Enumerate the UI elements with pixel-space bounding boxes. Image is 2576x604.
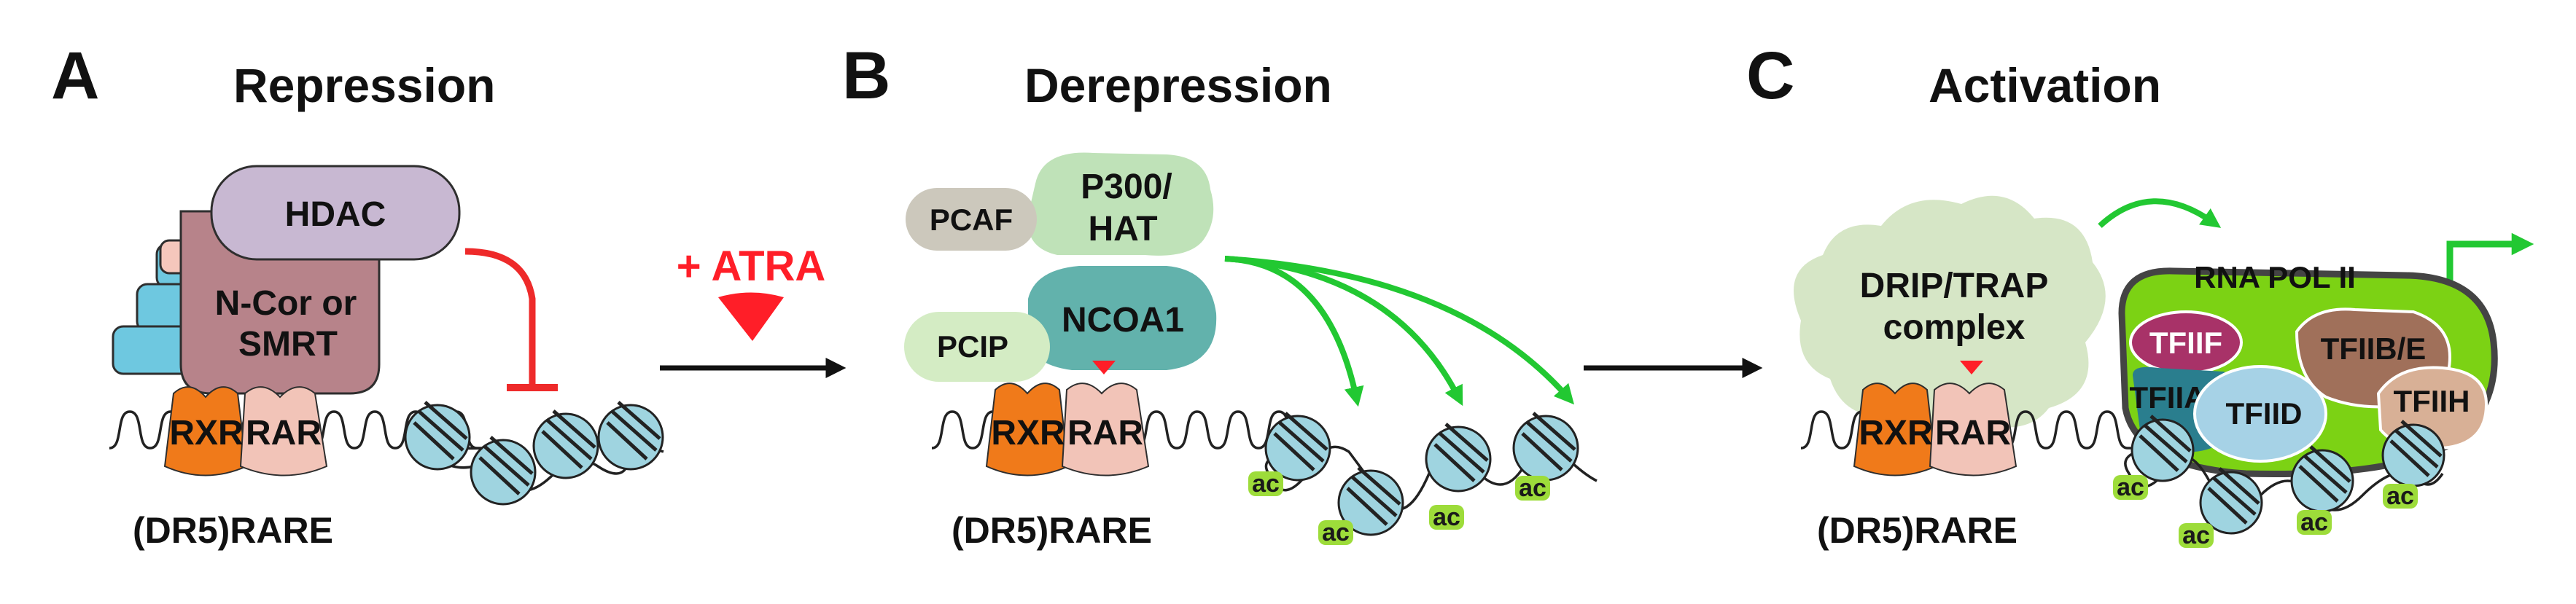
rxr-receptor [1853,383,1937,476]
pcip-coactivator [904,312,1050,382]
ncor-label-line2: SMRT [238,325,338,364]
drip-label-line1: DRIP/TRAP [1860,267,2049,305]
atra-bound-icon [1092,361,1116,374]
rar-label: RAR [246,414,322,452]
acetyl-badge: ac [1515,474,1550,502]
acetyl-label: ac [2117,474,2144,501]
ncoa1-coactivator [1028,266,1217,370]
panel-b: P300/ HAT PCAF NCOA1 PCIP [904,152,1598,551]
tfiid-label: TFIID [2226,396,2303,431]
acetyl-badge: ac [2113,474,2148,501]
panel-letter-b: B [842,39,890,113]
transcription-start-arrow [2446,232,2534,295]
tfiif-label: TFIIF [2149,326,2222,360]
tfiih-label: TFIIH [2394,384,2470,418]
acetyl-badge: ac [1248,470,1283,498]
drip-trap-complex [1794,195,2106,432]
acetyl-label: ac [2386,482,2414,510]
panel-letter-a: A [51,39,99,113]
hdac-label: HDAC [285,195,386,234]
rxr-label: RXR [991,414,1065,452]
rar-receptor [239,386,328,476]
acetyl-label: ac [2182,522,2210,549]
p300-hat-coactivator [1027,152,1214,256]
panel-letter-c: C [1746,39,1794,113]
acetylation-arrow [1224,256,1575,405]
acetylation-arrow [1224,256,1364,407]
ncor-label-line1: N-Cor or [215,284,357,323]
nucleosome [404,401,471,471]
pcaf-label: PCAF [930,203,1013,237]
rar-receptor [1061,383,1150,476]
rar-label: RAR [1935,414,2011,452]
panel-a: N-Cor or SMRT HDAC RXR RAR [109,165,664,551]
nucleosome [2131,415,2195,482]
nucleosome [1425,423,1492,493]
drip-label-line2: complex [1883,308,2026,347]
nucleosome [597,401,664,471]
rxr-receptor [163,386,248,476]
rar-receptor [1929,383,2017,476]
pcaf-coactivator [906,188,1037,251]
acetyl-badge: ac [2297,509,2332,536]
acetyl-badge: ac [2383,482,2418,510]
nucleosome [2381,420,2445,487]
acetyl-label: ac [1322,519,1350,546]
rxr-label: RXR [169,414,243,452]
nucleosome [532,409,599,479]
rxr-receptor [985,383,1070,476]
nucleosome [1337,466,1404,536]
acetyl-label: ac [1433,503,1460,531]
ncoa1-label: NCOA1 [1062,301,1184,340]
rxr-label: RXR [1859,414,1932,452]
atra-transition: + ATRA [660,243,847,378]
atra-label: + ATRA [677,243,826,290]
tfiia-label: TFIIA [2130,380,2206,415]
pol2-label: RNA POL II [2194,260,2356,294]
panel-title-a: Repression [233,58,495,112]
acetyl-label: ac [1252,470,1280,498]
nucleosome [2290,445,2354,513]
tfiid [2193,365,2327,463]
acetyl-label: ac [2300,509,2328,536]
acetyl-badge: ac [1318,519,1353,546]
repression-line [464,248,536,386]
acetyl-badge: ac [1429,503,1464,531]
atra-bound-icon [1960,361,1983,374]
hdac-complex [210,165,461,261]
tfiibe-label: TFIIB/E [2321,332,2427,366]
recruitment-arrow [2098,198,2222,228]
nucleosome [2199,467,2263,535]
pcip-label: PCIP [937,329,1008,364]
acetylation-arrow [1224,256,1463,407]
panel-title-c: Activation [1929,58,2161,112]
atra-ligand-icon [718,292,784,341]
rare-label-b: (DR5)RARE [952,510,1152,551]
rare-label-c: (DR5)RARE [1817,510,2017,551]
nucleosome [1512,412,1579,482]
panel-c: DRIP/TRAP complex RNA POL II TFIIF TFIIA… [1794,195,2534,551]
nucleosome [470,436,537,506]
acetyl-label: ac [1519,474,1546,502]
rare-label-a: (DR5)RARE [133,510,333,551]
p300-label-line1: P300/ [1081,168,1172,206]
acetyl-badge: ac [2179,522,2214,549]
nucleosome [1264,412,1331,482]
rar-label: RAR [1067,414,1143,452]
panel-title-b: Derepression [1024,58,1332,112]
p300-label-line2: HAT [1088,210,1157,248]
